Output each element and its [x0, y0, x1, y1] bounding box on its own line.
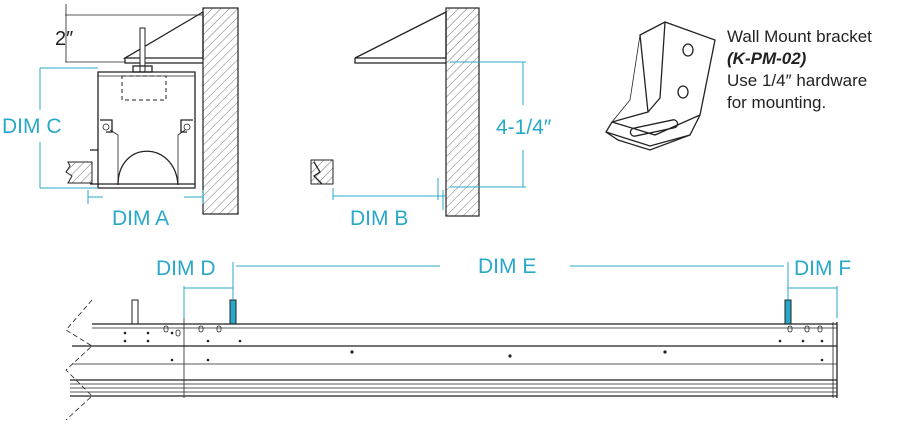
- label-dim-a: DIM A: [112, 207, 169, 230]
- lens-curve: [117, 150, 179, 186]
- label-dim-b: DIM B: [350, 207, 408, 230]
- wall-middle: [445, 7, 480, 217]
- section-view-middle: 4-1/4″ DIM B: [310, 7, 552, 230]
- bracket-note-part: (K-PM-02): [727, 49, 807, 68]
- wall-mount-bracket-illustration: [605, 21, 716, 151]
- label-four-quarter: 4-1/4″: [496, 116, 552, 139]
- fixture-housing: [97, 71, 196, 189]
- post-right-blue: [784, 299, 792, 325]
- bracket-note-mounting: for mounting.: [727, 93, 827, 112]
- wall-bracket-left: [122, 10, 204, 64]
- section-view-left: DIM C DIM A 2″: [2, 4, 239, 230]
- elevation-view: DIM D DIM E DIM F: [65, 255, 851, 421]
- label-dim-c: DIM C: [2, 115, 62, 138]
- bracket-note-hardware: Use 1/4″ hardware: [727, 71, 868, 90]
- post-plain: [131, 299, 139, 325]
- label-two-inch: 2″: [55, 28, 73, 50]
- bracket-note: Wall Mount bracket (K-PM-02) Use 1/4″ ha…: [727, 26, 872, 114]
- label-dim-f: DIM F: [794, 257, 851, 280]
- driver-outline: [121, 75, 167, 101]
- wall-left: [202, 7, 239, 215]
- post-left-blue: [229, 299, 237, 325]
- label-dim-e: DIM E: [478, 255, 536, 278]
- wall-bracket-middle: [354, 10, 447, 64]
- label-dim-d: DIM D: [156, 257, 216, 280]
- ceiling-stub-left: [65, 161, 93, 184]
- bracket-note-title: Wall Mount bracket: [727, 27, 872, 46]
